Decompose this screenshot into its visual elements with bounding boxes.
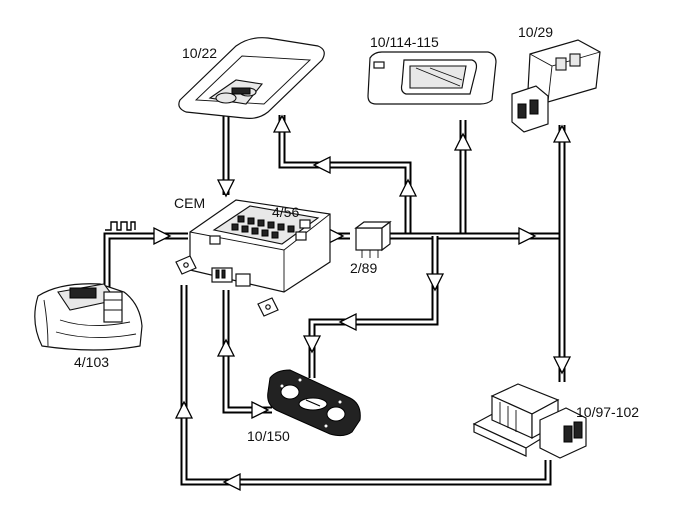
label-trunk-light: 10/97-102	[576, 404, 639, 420]
arrow-right	[518, 226, 537, 246]
label-sun-visor: 10/114-115	[370, 34, 439, 50]
label-roof-console: 10/22	[182, 45, 217, 61]
arrow-up	[174, 400, 194, 419]
arrow-up	[272, 114, 292, 133]
arrow-left	[338, 312, 357, 332]
sun-visor-10-114-115	[367, 51, 497, 105]
arrow-down	[302, 335, 322, 354]
light-10-97-102	[472, 383, 587, 459]
cem-fuse-grid	[209, 215, 311, 245]
cem-module	[175, 199, 331, 317]
component-labels: 10/22 10/114-115 10/29 CEM 4/56 2/89 4/1…	[74, 24, 639, 444]
relay-2-89	[354, 220, 392, 258]
label-cem: CEM	[174, 195, 205, 211]
arrow-right	[153, 226, 172, 246]
flow-arrows	[153, 114, 572, 492]
arrow-down	[552, 356, 572, 375]
arrow-up	[453, 132, 473, 151]
arrow-up	[216, 338, 236, 357]
arrow-up	[398, 178, 418, 197]
label-cem-connector: 4/56	[272, 204, 299, 220]
arrow-right	[251, 400, 270, 420]
signal-pulse	[105, 221, 136, 231]
label-door-switch: 10/29	[518, 24, 553, 40]
light-10-150	[267, 369, 361, 437]
instrument-4-103	[34, 283, 143, 351]
arrow-left	[222, 472, 241, 492]
roof-console-10-22	[178, 37, 325, 119]
arrow-up	[552, 124, 572, 143]
arrow-left	[312, 155, 331, 175]
arrow-down	[425, 273, 445, 292]
door-switch-10-29	[511, 39, 601, 133]
wire-return-loop	[180, 285, 552, 486]
label-rear-light: 10/150	[247, 428, 290, 444]
label-relay: 2/89	[350, 260, 377, 276]
arrow-down	[216, 179, 236, 198]
label-instrument: 4/103	[74, 354, 109, 370]
